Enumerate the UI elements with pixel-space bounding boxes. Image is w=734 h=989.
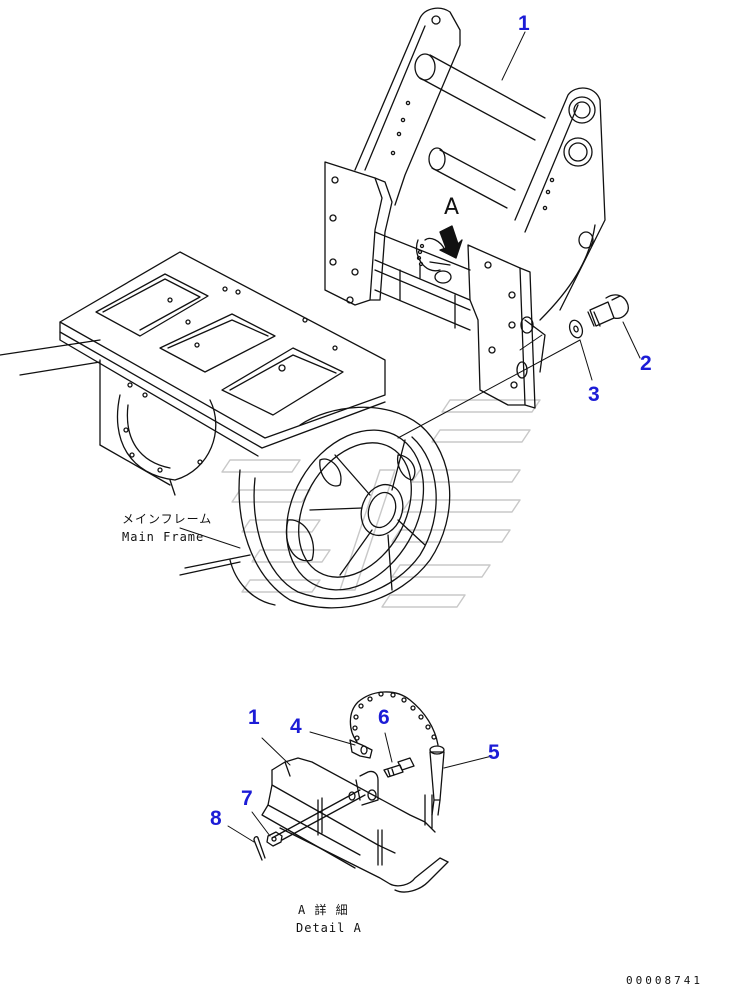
drawing-reference-number: 00008741 xyxy=(626,974,703,987)
detail-label-japanese: A 詳 細 xyxy=(298,903,349,917)
main-frame-label-japanese: メインフレーム xyxy=(122,512,213,526)
callout-part-6: 6 xyxy=(378,706,390,729)
detail-a-drawing xyxy=(253,691,449,893)
detail-label-english: Detail A xyxy=(296,921,362,935)
bolt-part-2 xyxy=(587,294,629,327)
watermark-logo xyxy=(221,399,541,608)
callout-part-8: 8 xyxy=(210,807,222,830)
callout-part-5: 5 xyxy=(488,741,500,764)
leader-lines-top xyxy=(179,31,641,549)
leader-lines-detail xyxy=(227,731,493,843)
callout-part-7: 7 xyxy=(241,787,253,810)
main-frame xyxy=(0,251,451,609)
main-frame-label-english: Main Frame xyxy=(122,530,205,544)
callout-part-3: 3 xyxy=(588,383,600,406)
callout-part-2: 2 xyxy=(640,352,652,375)
callout-part-1-detail: 1 xyxy=(248,706,260,729)
bracket-part-1 xyxy=(324,7,606,409)
callout-part-4: 4 xyxy=(290,715,302,738)
callout-part-1-main: 1 xyxy=(518,12,530,35)
view-marker-a: A xyxy=(444,195,460,220)
washer-part-3 xyxy=(568,319,584,339)
